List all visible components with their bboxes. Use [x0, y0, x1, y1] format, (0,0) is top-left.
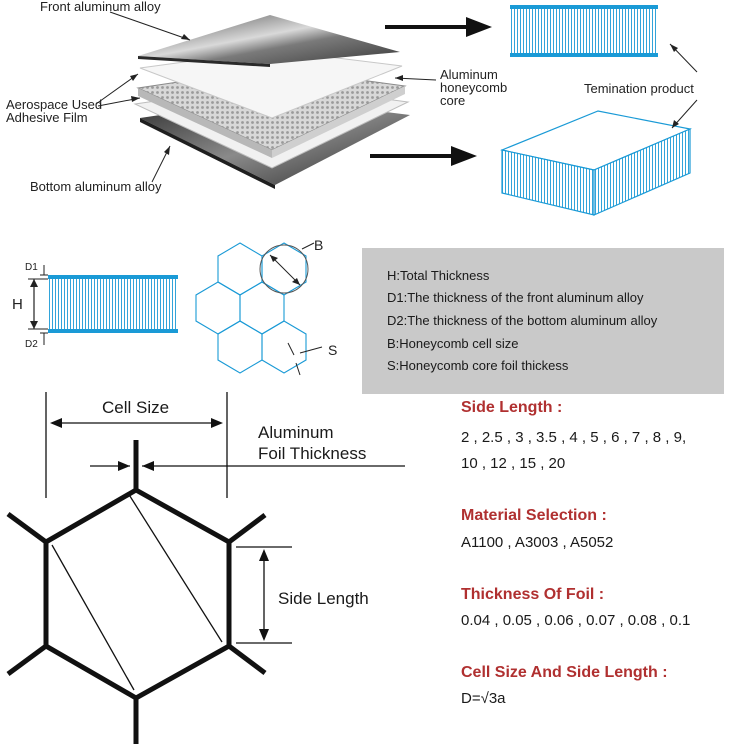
product-label: Temination product: [584, 81, 694, 96]
legend-item: S:Honeycomb core foil thickess: [387, 358, 569, 373]
s-label: S: [328, 342, 338, 358]
arrow-right-bottom: [451, 146, 477, 166]
foil-thickness-label-line1: Aluminum: [258, 423, 334, 442]
material-values: A1100 , A3003 , A5052: [461, 534, 614, 551]
section-diagram: [28, 242, 323, 376]
legend-item: D1:The thickness of the front aluminum a…: [387, 290, 644, 305]
core-label-line1: Aluminum: [440, 67, 498, 82]
cell-size-label: Cell Size: [102, 398, 170, 417]
d1-label: D1: [25, 262, 38, 273]
adhesive-label-line2: Adhesive Film: [6, 110, 88, 125]
side-length-values-2: 10 , 12 , 15 , 20: [461, 455, 566, 472]
material-heading: Material Selection :: [461, 507, 607, 524]
top-sheet: [138, 15, 400, 64]
core-label-line3: core: [440, 93, 466, 108]
foil-thickness-label-line2: Foil Thickness: [258, 444, 367, 463]
layer-diagram: [95, 5, 698, 216]
h-label: H: [12, 296, 23, 313]
product-side-view: [510, 5, 658, 57]
legend-item: B:Honeycomb cell size: [387, 336, 519, 351]
bottom-alloy-label: Bottom aluminum alloy: [30, 179, 162, 194]
cell-size-formula: D=√3a: [461, 690, 506, 707]
adhesive-label-line1: Aerospace Used: [6, 97, 103, 112]
b-label: B: [314, 237, 324, 253]
foil-values: 0.04 , 0.05 , 0.06 , 0.07 , 0.08 , 0.1: [461, 612, 691, 629]
d2-label: D2: [25, 339, 38, 350]
core-label-line2: honeycomb: [440, 80, 508, 95]
side-length-values-1: 2 , 2.5 , 3 , 3.5 , 4 , 5 , 6 , 7 , 8 , …: [461, 429, 687, 446]
legend-panel: H:Total Thickness D1:The thickness of th…: [362, 248, 724, 394]
hexagon-diagram: [6, 392, 405, 744]
side-length-heading: Side Length :: [461, 399, 563, 416]
front-alloy-label: Front aluminum alloy: [40, 0, 161, 14]
legend-item: H:Total Thickness: [387, 268, 490, 283]
arrow-right-top: [466, 17, 492, 37]
side-length-label: Side Length: [278, 589, 369, 608]
foil-heading: Thickness Of Foil :: [461, 586, 605, 603]
legend-item: D2:The thickness of the bottom aluminum …: [387, 313, 658, 328]
cell-size-heading: Cell Size And Side Length :: [461, 664, 668, 681]
